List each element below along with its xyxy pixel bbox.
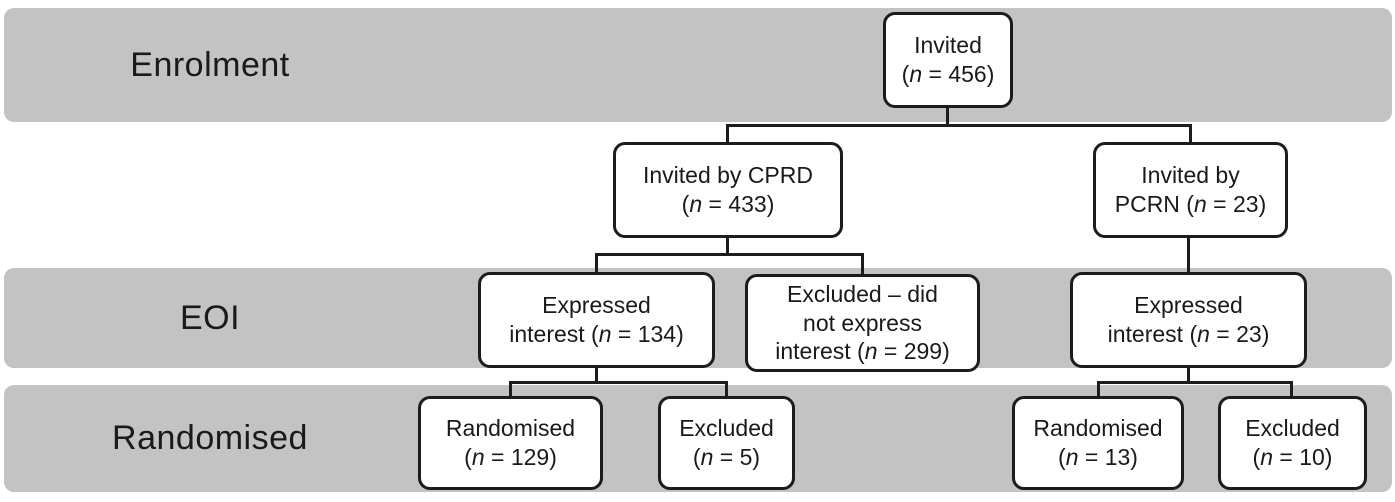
flow-box-randomised-pcrn: Randomised (n = 13) <box>1012 396 1184 490</box>
box-text: Expressed <box>1134 292 1243 319</box>
connector-invited-stub <box>946 106 949 127</box>
box-text: Excluded <box>679 415 774 442</box>
connector-level3-left-hbar <box>509 381 728 384</box>
connector-to-randomised-cprd <box>509 381 512 398</box>
flow-box-expressed-interest-cprd: Expressed interest (n = 134) <box>478 272 715 368</box>
flow-box-invited: Invited (n = 456) <box>883 12 1013 108</box>
box-text: not express <box>803 309 922 336</box>
stage-band-enrolment <box>4 8 1392 122</box>
box-n-count: interest (n = 299) <box>775 338 950 365</box>
connector-level1-hbar <box>726 124 1192 127</box>
box-text: Excluded <box>1245 415 1340 442</box>
connector-to-excluded-eoi <box>861 253 864 276</box>
connector-to-cprd <box>726 124 729 144</box>
flow-box-excluded-no-interest: Excluded – did not express interest (n =… <box>745 274 980 372</box>
box-n-count: interest (n = 134) <box>509 321 684 347</box>
connector-to-excluded-pcrn <box>1290 381 1293 398</box>
box-n-count: (n = 10) <box>1252 444 1333 470</box>
flow-box-expressed-interest-pcrn: Expressed interest (n = 23) <box>1070 272 1307 368</box>
box-text: Excluded – did <box>787 280 938 307</box>
connector-level3-right-hbar <box>1097 381 1293 384</box>
box-n-count: (n = 13) <box>1058 444 1138 470</box>
box-n-count: (n = 456) <box>901 61 995 87</box>
connector-cprd-stub <box>726 236 729 256</box>
stage-label-text: Enrolment <box>130 45 290 84</box>
box-n-count: (n = 433) <box>681 191 775 217</box>
connector-to-excluded-cprd <box>725 381 728 398</box>
box-n-count: PCRN (n = 23) <box>1114 191 1267 217</box>
box-text: Randomised <box>445 415 576 442</box>
connector-eoi-cprd-stub <box>595 366 598 384</box>
stage-label-enrolment: Enrolment <box>0 8 420 122</box>
box-text: Invited <box>914 32 982 59</box>
box-text: Expressed <box>542 292 651 319</box>
box-n-count: (n = 5) <box>692 444 761 470</box>
flow-box-excluded-pcrn: Excluded (n = 10) <box>1218 396 1367 490</box>
flow-box-invited-by-pcrn: Invited by PCRN (n = 23) <box>1093 142 1288 238</box>
connector-pcrn-to-eoi <box>1187 236 1190 274</box>
flow-box-invited-by-cprd: Invited by CPRD (n = 433) <box>613 142 843 238</box>
connector-to-pcrn <box>1189 124 1192 144</box>
stage-label-eoi: EOI <box>0 268 420 368</box>
box-text: Invited by CPRD <box>642 162 813 189</box>
box-n-count: interest (n = 23) <box>1107 321 1270 347</box>
flow-box-randomised-cprd: Randomised (n = 129) <box>418 396 603 490</box>
connector-to-randomised-pcrn <box>1097 381 1100 398</box>
box-n-count: (n = 129) <box>464 444 557 470</box>
connector-level2-hbar <box>595 253 864 256</box>
stage-label-randomised: Randomised <box>0 385 420 492</box>
stage-label-text: Randomised <box>112 419 308 457</box>
stage-label-text: EOI <box>179 298 241 337</box>
connector-to-eoi-cprd <box>595 253 598 274</box>
box-text: Randomised <box>1033 415 1163 442</box>
flow-box-excluded-cprd: Excluded (n = 5) <box>658 396 795 490</box>
connector-eoi-pcrn-stub <box>1187 366 1190 384</box>
box-text: Invited by <box>1141 162 1240 189</box>
